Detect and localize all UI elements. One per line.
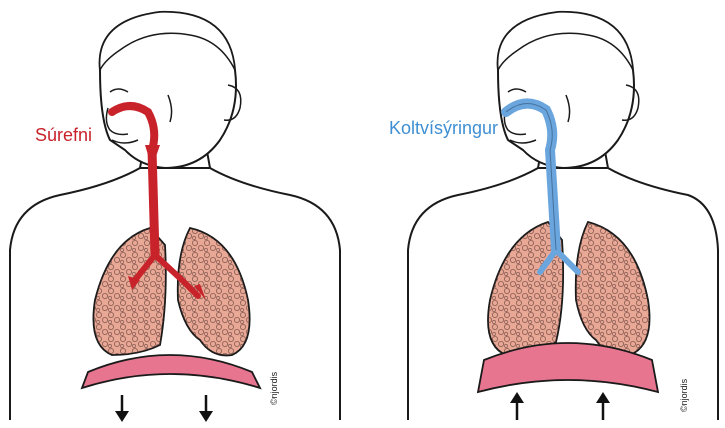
arrow-down-left xyxy=(115,395,129,422)
diaphragm xyxy=(82,355,260,388)
right-lung-texture xyxy=(178,228,250,355)
panel-exhale: Koltvísýringur ©njordis xyxy=(389,12,718,420)
co2-label: Koltvísýringur xyxy=(389,118,498,138)
arrow-up-left xyxy=(510,392,524,420)
arrow-up-right xyxy=(596,392,610,420)
panel-inhale: Súrefni ©njordis xyxy=(10,12,340,422)
arrow-down-right xyxy=(199,395,213,422)
right-lung-texture-2 xyxy=(576,222,650,355)
torso-outline xyxy=(10,168,340,420)
credit-left: ©njordis xyxy=(269,371,279,405)
credit-right: ©njordis xyxy=(679,378,689,412)
oxygen-label: Súrefni xyxy=(35,125,92,145)
